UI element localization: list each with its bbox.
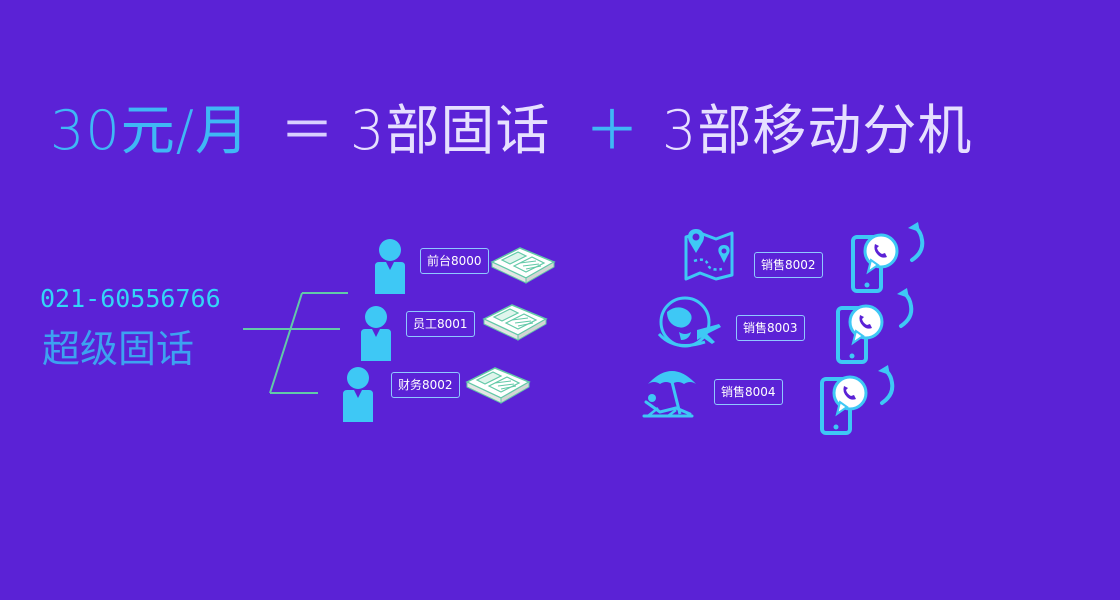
desk-phone-icon: [491, 247, 555, 284]
person-icon: [375, 239, 405, 294]
desk-phone-icon: [466, 367, 530, 404]
headline-fixed-phones: 3部固话: [350, 99, 551, 162]
curved-arrow-icon: [876, 363, 895, 405]
mobile-phone-icon: [851, 233, 899, 293]
mobile-phone-icon: [836, 304, 884, 364]
extension-label-finance: 财务8002: [391, 372, 460, 398]
desk-phone-icon: [483, 304, 547, 341]
extension-label-sales-8004: 销售8004: [714, 379, 783, 405]
extension-label-staff: 员工8001: [406, 311, 475, 337]
headline-equals: ＝: [280, 99, 335, 162]
beach-umbrella-icon: [642, 371, 696, 418]
headline-mobile-extensions: 3部移动分机: [662, 99, 973, 162]
main-phone-number: 021-60556766: [40, 284, 221, 313]
super-fixed-line-label: 超级固话: [42, 327, 195, 371]
curved-arrow-icon: [895, 286, 914, 328]
extension-label-sales-8003: 销售8003: [736, 315, 805, 341]
extension-label-sales-8002: 销售8002: [754, 252, 823, 278]
curved-arrow-icon: [906, 220, 925, 262]
headline-price: 30元/月: [50, 99, 250, 162]
map-pin-icon: [684, 229, 734, 281]
person-icon: [361, 306, 391, 361]
globe-airplane-icon: [657, 296, 721, 348]
headline-plus: ＋: [585, 99, 640, 162]
connector-lines: [243, 292, 348, 394]
mobile-phone-icon: [820, 375, 868, 435]
extension-label-reception: 前台8000: [420, 248, 489, 274]
person-icon: [343, 367, 373, 422]
